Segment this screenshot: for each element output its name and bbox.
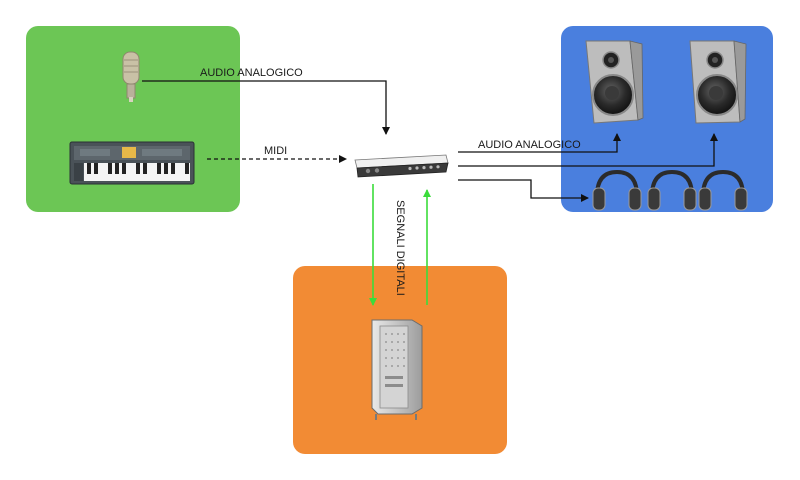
tower-computer-icon	[371, 319, 423, 420]
studio-monitor-left-icon	[585, 40, 644, 124]
headphones-2-icon	[647, 169, 697, 211]
black-key	[171, 163, 175, 174]
output-audio-label: AUDIO ANALOGICO	[478, 139, 581, 151]
digital-signals-label: SEGNALI DIGITALI	[394, 200, 406, 296]
black-key	[164, 163, 168, 174]
interface-to-right-monitor-arrow	[458, 133, 718, 167]
black-key	[143, 163, 147, 174]
black-key	[157, 163, 161, 174]
mic-to-interface-arrow	[142, 80, 390, 135]
audio-interface-icon	[354, 154, 449, 178]
black-key	[87, 163, 91, 174]
black-key	[94, 163, 98, 174]
condenser-microphone-icon	[122, 51, 140, 102]
headphones-1-icon	[592, 169, 642, 211]
studio-monitor-right-icon	[689, 40, 747, 124]
interface-to-left-monitor-arrow	[458, 133, 621, 153]
black-key	[185, 163, 189, 174]
black-key	[108, 163, 112, 174]
black-key	[136, 163, 140, 174]
synthesizer-keyboard-icon	[69, 141, 195, 185]
mic-audio-label: AUDIO ANALOGICO	[200, 67, 303, 79]
black-key	[122, 163, 126, 174]
headphones-3-icon	[698, 169, 748, 211]
interface-to-headphones-arrow	[458, 179, 589, 202]
black-key	[115, 163, 119, 174]
midi-label: MIDI	[264, 145, 287, 157]
